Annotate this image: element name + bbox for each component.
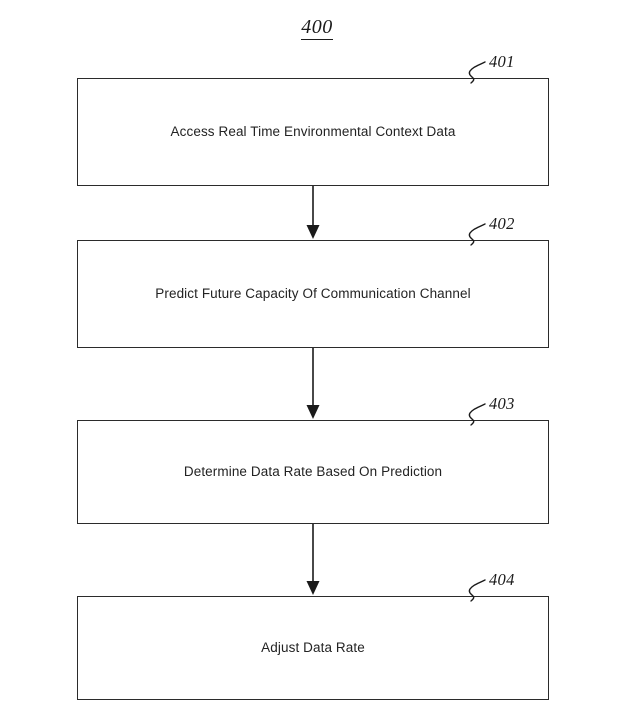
figure-number-text: 400 <box>301 16 333 40</box>
leader-line-icon <box>463 402 489 433</box>
leader-line-icon <box>463 222 489 253</box>
process-box-404: Adjust Data Rate <box>77 596 549 700</box>
reference-callout-404: 404 <box>455 570 575 610</box>
connector-arrow-403-404 <box>297 524 329 596</box>
process-box-403: Determine Data Rate Based On Prediction <box>77 420 549 524</box>
connector-arrow-402-403 <box>297 348 329 420</box>
reference-number-403: 403 <box>489 394 515 413</box>
process-box-401-label: Access Real Time Environmental Context D… <box>170 124 456 140</box>
reference-number-402: 402 <box>489 214 515 233</box>
leader-line-icon <box>463 578 489 609</box>
process-box-402-label: Predict Future Capacity Of Communication… <box>155 286 471 302</box>
process-box-404-label: Adjust Data Rate <box>261 640 365 656</box>
figure-number: 400 <box>0 16 634 40</box>
reference-callout-403: 403 <box>455 394 575 434</box>
leader-line-icon <box>463 60 489 91</box>
reference-number-401: 401 <box>489 52 515 71</box>
process-box-403-label: Determine Data Rate Based On Prediction <box>183 464 443 480</box>
reference-callout-402: 402 <box>455 214 575 254</box>
process-box-402: Predict Future Capacity Of Communication… <box>77 240 549 348</box>
reference-number-404: 404 <box>489 570 515 589</box>
process-box-401: Access Real Time Environmental Context D… <box>77 78 549 186</box>
connector-arrow-401-402 <box>297 186 329 240</box>
reference-callout-401: 401 <box>455 52 575 92</box>
